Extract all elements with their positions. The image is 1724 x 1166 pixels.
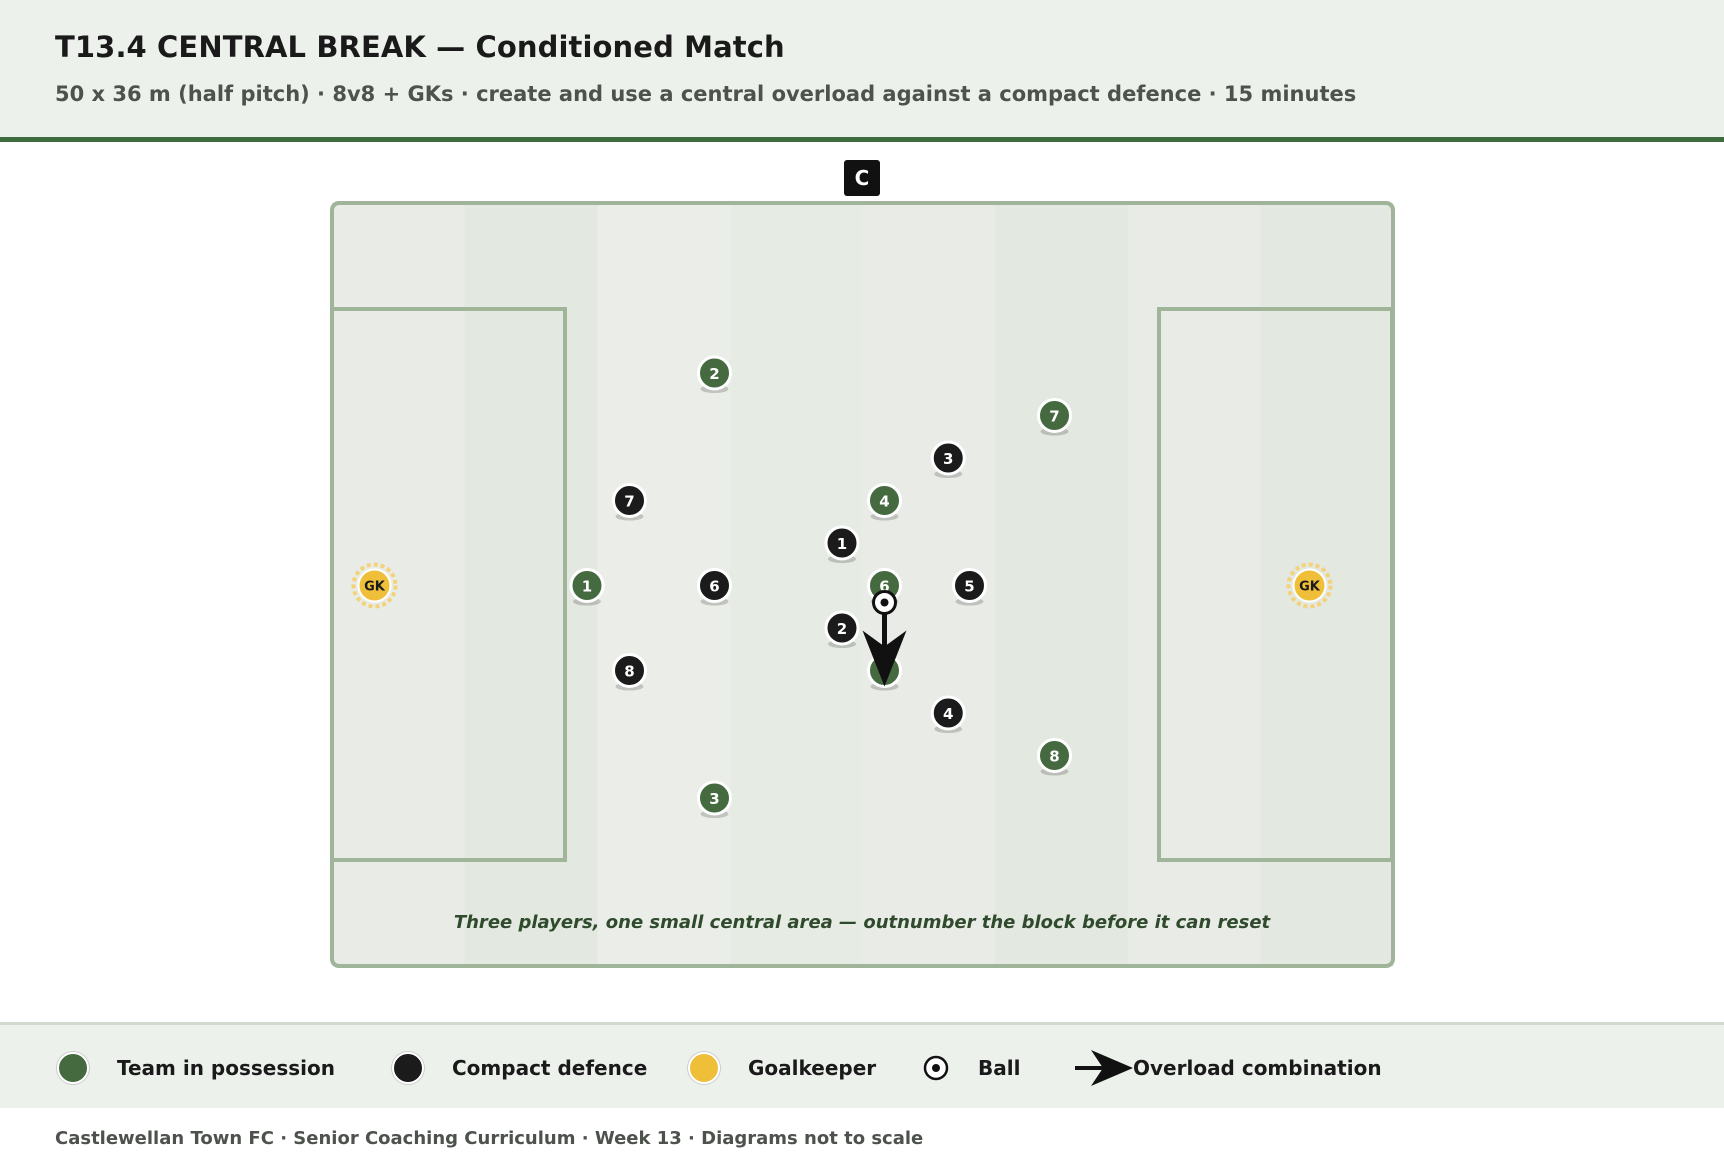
left-penalty-box [330, 307, 567, 862]
defence-player: 2 [824, 610, 860, 648]
possession-player: 3 [697, 780, 732, 818]
pitch-diagram: Three players, one small central area — … [330, 201, 1395, 968]
possession-player: 8 [1037, 738, 1072, 776]
defence-player: 6 [697, 568, 732, 606]
player-number: 6 [709, 578, 719, 596]
pitch-caption: Three players, one small central area — … [454, 912, 1272, 933]
defence-player: 3 [930, 440, 966, 478]
possession-player: 4 [867, 483, 902, 521]
legend-label-overload: Overload combination [1133, 1056, 1382, 1080]
goalkeeper-marker: GK [351, 562, 398, 609]
goalkeeper-swatch-icon [688, 1052, 720, 1084]
legend: Team in possession Compact defence Goalk… [0, 1022, 1724, 1108]
player-number: 1 [837, 535, 847, 553]
legend-item-possession: Team in possession [57, 1025, 335, 1111]
player-number: 4 [879, 493, 889, 511]
legend-item-defence: Compact defence [392, 1025, 647, 1111]
legend-label-possession: Team in possession [117, 1056, 335, 1080]
header: T13.4 CENTRAL BREAK — Conditioned Match … [0, 0, 1724, 142]
player-number: 2 [837, 620, 847, 638]
defence-swatch-icon [392, 1052, 424, 1084]
pitch-stripe [729, 203, 863, 966]
possession-player: 1 [569, 568, 605, 606]
defence-player: 8 [612, 653, 647, 691]
legend-item-goalkeeper: Goalkeeper [688, 1025, 876, 1111]
coach-marker: C [844, 160, 880, 196]
player-number: 3 [943, 450, 953, 468]
pitch-stripe [1127, 203, 1261, 966]
defence-player: 7 [612, 483, 647, 521]
pitch-stripe [995, 203, 1129, 966]
defence-player: 5 [952, 568, 987, 606]
possession-player: 7 [1037, 398, 1072, 436]
player-number: 7 [624, 493, 634, 511]
player-number: 4 [943, 705, 953, 723]
player-number: 2 [709, 365, 719, 383]
player-number: 3 [709, 790, 719, 808]
legend-item-ball: Ball [922, 1025, 1020, 1111]
possession-player: 2 [697, 355, 732, 393]
possession-swatch-icon [57, 1052, 89, 1084]
ball-marker [872, 590, 897, 615]
goalkeeper-marker: GK [1286, 562, 1333, 609]
footer-note: Castlewellan Town FC · Senior Coaching C… [55, 1128, 924, 1149]
legend-item-overload: Overload combination [1073, 1025, 1382, 1111]
defence-player: 4 [930, 695, 966, 733]
player-number: 5 [964, 578, 974, 596]
player-number: 1 [582, 578, 592, 596]
player-number: 8 [1049, 748, 1059, 766]
player-number: 6 [879, 578, 889, 596]
goalkeeper-label: GK [1299, 580, 1321, 595]
defence-player: 1 [824, 525, 860, 563]
page-title: T13.4 CENTRAL BREAK — Conditioned Match [55, 30, 785, 64]
player-number: 7 [1049, 408, 1059, 426]
legend-label-defence: Compact defence [452, 1056, 648, 1080]
right-penalty-box [1157, 307, 1394, 862]
pitch-stripe [1260, 203, 1394, 966]
legend-label-ball: Ball [978, 1056, 1021, 1080]
legend-label-goalkeeper: Goalkeeper [748, 1056, 877, 1080]
player-number: 8 [624, 663, 634, 681]
page-subtitle: 50 x 36 m (half pitch) · 8v8 + GKs · cre… [55, 82, 1357, 106]
goalkeeper-label: GK [364, 580, 386, 595]
pitch-stripes [332, 203, 1394, 966]
overload-arrow-head [862, 630, 907, 687]
ball-icon [923, 1055, 949, 1081]
arrow-icon [1075, 1050, 1133, 1086]
